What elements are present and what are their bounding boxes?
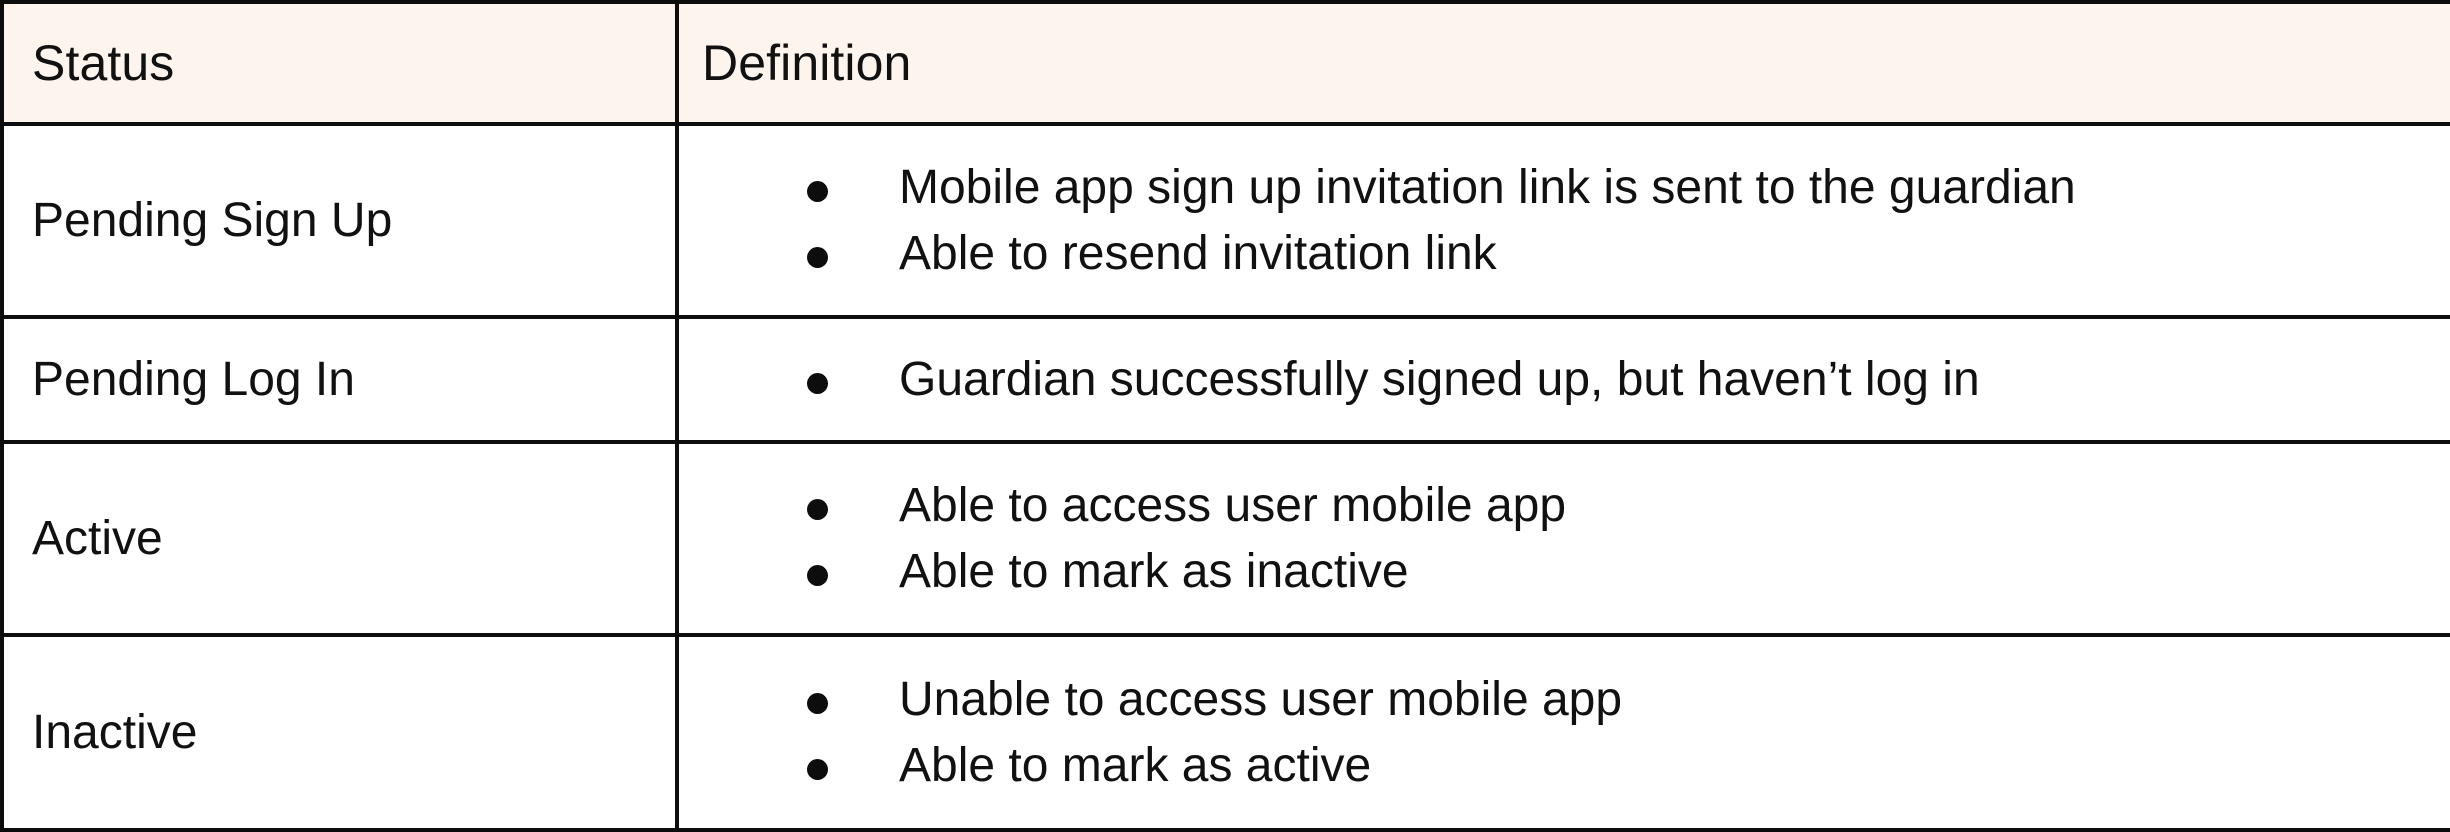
bullet-icon	[807, 692, 828, 714]
status-cell: Pending Sign Up	[0, 122, 679, 319]
status-cell: Active	[0, 440, 679, 637]
bullet-icon	[807, 498, 828, 520]
definition-list: Guardian successfully signed up, but hav…	[807, 347, 2430, 413]
definition-list: Able to access user mobile app Able to m…	[807, 473, 2430, 605]
list-item: Able to resend invitation link	[807, 221, 2430, 287]
definition-content: Able to access user mobile app Able to m…	[679, 473, 2450, 605]
table-header: Status Definition	[0, 0, 2450, 126]
definition-content: Mobile app sign up invitation link is se…	[679, 155, 2450, 287]
list-item: Able to mark as active	[807, 733, 2430, 799]
list-item: Able to mark as inactive	[807, 539, 2430, 605]
status-label: Pending Log In	[32, 352, 355, 406]
bullet-icon	[807, 246, 828, 268]
status-label: Pending Sign Up	[32, 193, 393, 247]
definition-cell: Mobile app sign up invitation link is se…	[675, 122, 2450, 319]
table-row: Pending Log In Guardian successfully sig…	[0, 315, 2450, 444]
definition-list: Mobile app sign up invitation link is se…	[807, 155, 2430, 287]
column-header-definition-label: Definition	[702, 35, 912, 91]
column-header-status-label: Status	[32, 35, 175, 91]
definition-cell: Unable to access user mobile app Able to…	[675, 633, 2450, 832]
status-label: Inactive	[32, 705, 198, 759]
list-item-text: Able to mark as active	[899, 738, 1372, 792]
definition-cell: Able to access user mobile app Able to m…	[675, 440, 2450, 637]
table-body: Pending Sign Up Mobile app sign up invit…	[0, 122, 2450, 832]
definition-list: Unable to access user mobile app Able to…	[807, 667, 2430, 799]
bullet-icon	[807, 372, 828, 394]
list-item-text: Guardian successfully signed up, but hav…	[899, 352, 1980, 406]
table-header-row: Status Definition	[0, 0, 2450, 126]
definition-content: Guardian successfully signed up, but hav…	[679, 347, 2450, 413]
table-row: Active Able to access user mobile app Ab…	[0, 440, 2450, 637]
list-item: Guardian successfully signed up, but hav…	[807, 347, 2430, 413]
table-row: Pending Sign Up Mobile app sign up invit…	[0, 122, 2450, 319]
bullet-icon	[807, 758, 828, 780]
table-row: Inactive Unable to access user mobile ap…	[0, 633, 2450, 832]
status-cell: Pending Log In	[0, 315, 679, 444]
list-item: Unable to access user mobile app	[807, 667, 2430, 733]
definition-cell: Guardian successfully signed up, but hav…	[675, 315, 2450, 444]
status-cell: Inactive	[0, 633, 679, 832]
list-item-text: Able to access user mobile app	[899, 478, 1567, 532]
list-item-text: Able to resend invitation link	[899, 226, 1497, 280]
list-item: Able to access user mobile app	[807, 473, 2430, 539]
list-item: Mobile app sign up invitation link is se…	[807, 155, 2430, 221]
list-item-text: Unable to access user mobile app	[899, 672, 1623, 726]
list-item-text: Able to mark as inactive	[899, 544, 1409, 598]
column-header-status: Status	[0, 0, 679, 126]
bullet-icon	[807, 564, 828, 586]
bullet-icon	[807, 180, 828, 202]
column-header-definition: Definition	[675, 0, 2450, 126]
status-label: Active	[32, 511, 163, 565]
list-item-text: Mobile app sign up invitation link is se…	[899, 160, 2076, 214]
definition-content: Unable to access user mobile app Able to…	[679, 667, 2450, 799]
